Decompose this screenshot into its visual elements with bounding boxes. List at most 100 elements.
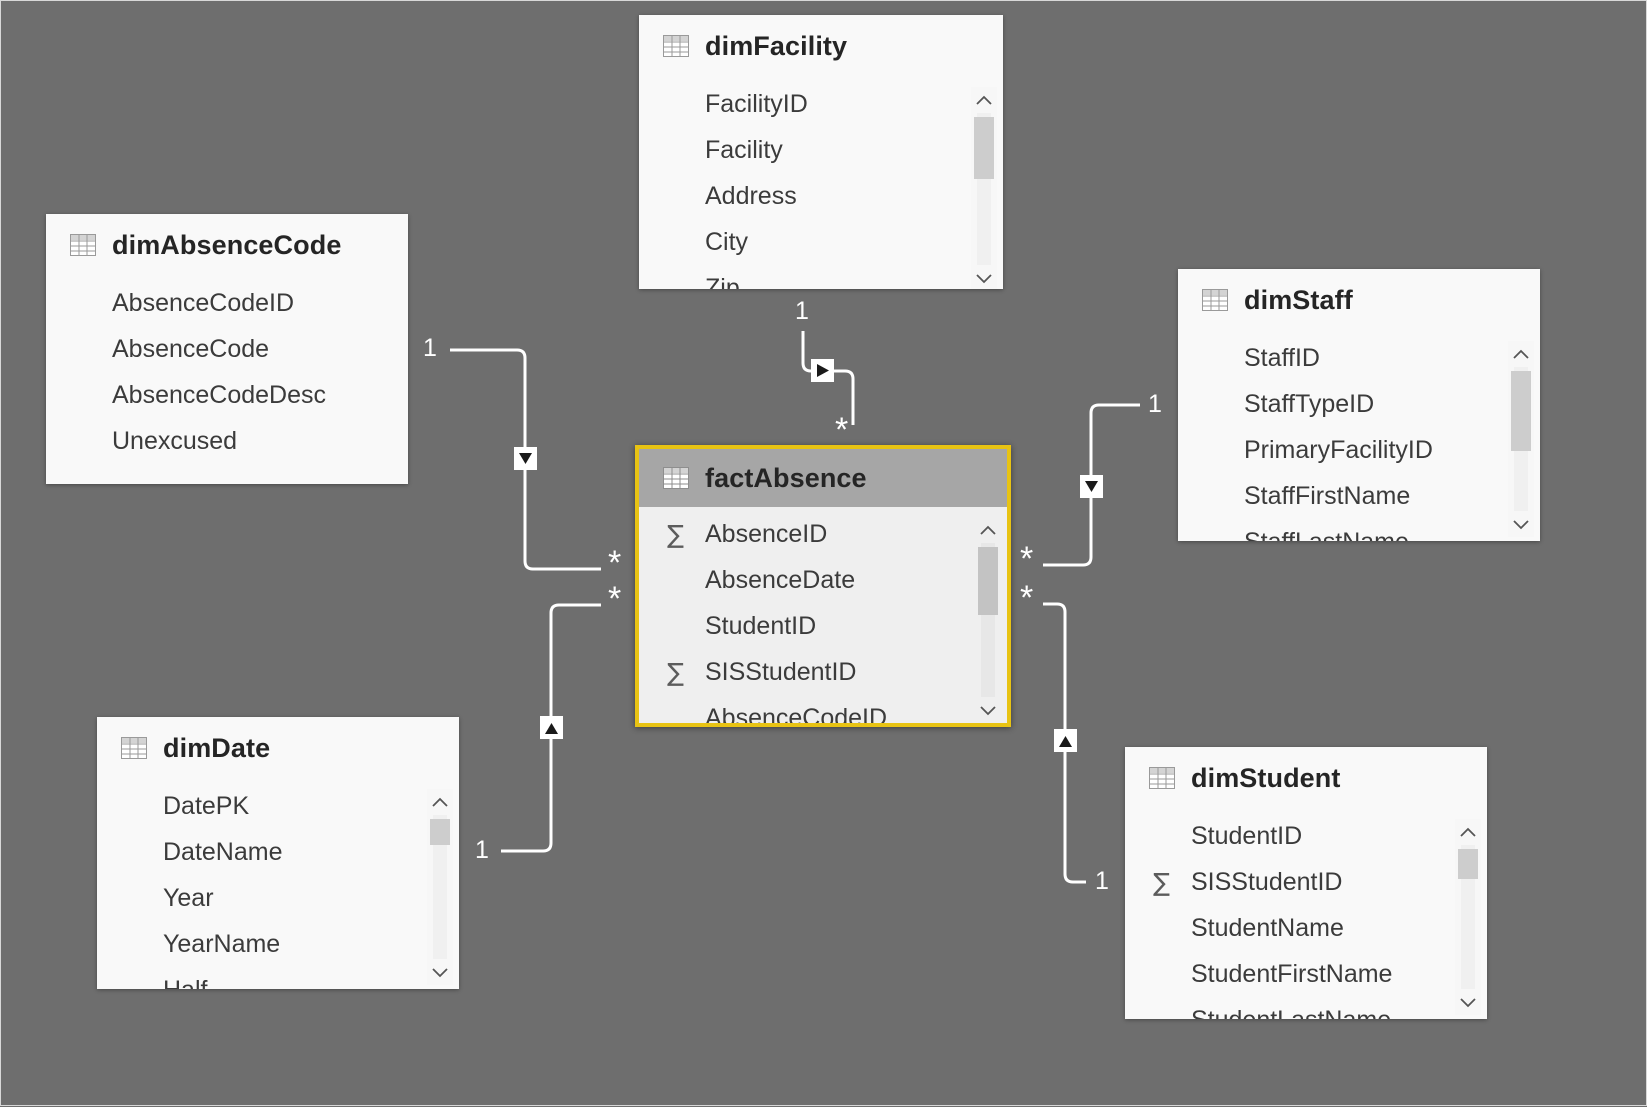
cross-filter-arrow-up-icon	[1059, 736, 1072, 747]
field-name: Unexcused	[112, 426, 238, 455]
field-row[interactable]: StudentLastName	[1125, 997, 1487, 1020]
scrollbar-thumb[interactable]	[1458, 849, 1478, 879]
field-row[interactable]: AbsenceCodeID	[46, 280, 408, 326]
vertical-scrollbar-dimdate[interactable]	[427, 789, 453, 985]
field-name: Zip	[705, 273, 740, 290]
relationship-dimstaff-factabsence[interactable]	[1043, 403, 1140, 567]
field-name: AbsenceCodeDesc	[112, 380, 327, 409]
scrollbar-thumb[interactable]	[1511, 371, 1531, 451]
chevron-down-icon[interactable]	[975, 697, 1001, 723]
field-name: Address	[705, 181, 797, 210]
field-row[interactable]: DateName	[97, 829, 459, 875]
field-name: AbsenceID	[705, 519, 828, 548]
cardinality-label-facility-many: *	[835, 411, 849, 449]
scrollbar-thumb[interactable]	[978, 547, 998, 615]
cross-filter-arrow-up-icon	[545, 723, 558, 734]
field-name: SISStudentID	[1191, 867, 1343, 896]
field-name: YearName	[163, 929, 281, 958]
relationship-dimabsencecode-factabsence[interactable]	[450, 348, 601, 571]
field-row[interactable]: ∑ AbsenceID	[639, 511, 1007, 557]
scrollbar-thumb[interactable]	[430, 819, 450, 845]
field-row[interactable]: StaffLastName	[1178, 519, 1540, 542]
field-name: PrimaryFacilityID	[1244, 435, 1433, 464]
table-card-dimfacility[interactable]: dimFacility FacilityID Facility Address …	[639, 15, 1003, 289]
field-row[interactable]: Year	[97, 875, 459, 921]
cardinality-label-staff-one: 1	[1148, 390, 1162, 418]
table-header-dimfacility[interactable]: dimFacility	[639, 15, 1003, 77]
field-row[interactable]: StudentID	[639, 603, 1007, 649]
field-list-dimfacility: FacilityID Facility Address City Zip	[639, 77, 1003, 290]
chevron-down-icon[interactable]	[1508, 511, 1534, 537]
chevron-up-icon[interactable]	[975, 517, 1001, 543]
relationship-dimdate-factabsence[interactable]	[501, 603, 601, 853]
table-icon	[1202, 289, 1228, 311]
field-name: DateName	[163, 837, 283, 866]
chevron-down-icon[interactable]	[1455, 989, 1481, 1015]
table-title: dimFacility	[705, 30, 848, 61]
chevron-up-icon[interactable]	[971, 87, 997, 113]
field-row[interactable]: PrimaryFacilityID	[1178, 427, 1540, 473]
field-row[interactable]: YearName	[97, 921, 459, 967]
field-list-dimstudent: StudentID ∑ SISStudentID StudentName Stu…	[1125, 809, 1487, 1020]
table-header-factabsence[interactable]: factAbsence	[639, 449, 1007, 507]
field-row[interactable]: Zip	[639, 265, 1003, 290]
table-title: dimAbsenceCode	[112, 229, 342, 260]
cardinality-label-facility-one: 1	[795, 297, 809, 325]
table-header-dimstaff[interactable]: dimStaff	[1178, 269, 1540, 331]
field-name: Facility	[705, 135, 783, 164]
table-card-dimstudent[interactable]: dimStudent StudentID ∑ SISStudentID Stud…	[1125, 747, 1487, 1019]
field-name: StaffID	[1244, 343, 1320, 372]
table-card-dimstaff[interactable]: dimStaff StaffID StaffTypeID PrimaryFaci…	[1178, 269, 1540, 541]
field-name: StudentFirstName	[1191, 959, 1393, 988]
field-row[interactable]: ∑ SISStudentID	[1125, 859, 1487, 905]
table-header-dimabsencecode[interactable]: dimAbsenceCode	[46, 214, 408, 276]
table-header-dimstudent[interactable]: dimStudent	[1125, 747, 1487, 809]
field-row[interactable]: Half	[97, 967, 459, 990]
table-card-dimabsencecode[interactable]: dimAbsenceCode AbsenceCodeID AbsenceCode…	[46, 214, 408, 484]
field-row[interactable]: FacilityID	[639, 81, 1003, 127]
field-row[interactable]: StudentName	[1125, 905, 1487, 951]
chevron-down-icon[interactable]	[971, 265, 997, 289]
field-row[interactable]: StaffID	[1178, 335, 1540, 381]
table-header-dimdate[interactable]: dimDate	[97, 717, 459, 779]
field-row[interactable]: City	[639, 219, 1003, 265]
field-row[interactable]: AbsenceCodeDesc	[46, 372, 408, 418]
field-row[interactable]: Facility	[639, 127, 1003, 173]
field-name: City	[705, 227, 749, 256]
cross-filter-arrow-down-icon	[1085, 481, 1098, 492]
field-list-dimdate: DatePK DateName Year YearName Half	[97, 779, 459, 990]
field-row[interactable]: StudentFirstName	[1125, 951, 1487, 997]
field-name: FacilityID	[705, 89, 808, 118]
vertical-scrollbar-dimfacility[interactable]	[971, 87, 997, 289]
vertical-scrollbar-dimstaff[interactable]	[1508, 341, 1534, 537]
field-row[interactable]: StaffFirstName	[1178, 473, 1540, 519]
table-icon	[1149, 767, 1175, 789]
vertical-scrollbar-factabsence[interactable]	[975, 517, 1001, 723]
field-name: StudentLastName	[1191, 1006, 1391, 1020]
field-name: DatePK	[163, 791, 250, 820]
field-row[interactable]: ∑ SISStudentID	[639, 649, 1007, 695]
table-card-dimdate[interactable]: dimDate DatePK DateName Year YearName Ha…	[97, 717, 459, 989]
chevron-up-icon[interactable]	[1508, 341, 1534, 367]
chevron-down-icon[interactable]	[427, 959, 453, 985]
field-row[interactable]: DatePK	[97, 783, 459, 829]
field-row[interactable]: StaffTypeID	[1178, 381, 1540, 427]
table-card-factabsence[interactable]: factAbsence ∑ AbsenceID AbsenceDate Stud…	[635, 445, 1011, 727]
field-row[interactable]: AbsenceDate	[639, 557, 1007, 603]
field-name: StaffFirstName	[1244, 481, 1411, 510]
field-name: StudentName	[1191, 913, 1344, 942]
chevron-up-icon[interactable]	[427, 789, 453, 815]
field-row[interactable]: Address	[639, 173, 1003, 219]
field-row[interactable]: Unexcused	[46, 418, 408, 464]
field-row[interactable]: AbsenceCode	[46, 326, 408, 372]
field-name: AbsenceCode	[112, 334, 270, 363]
table-title: factAbsence	[705, 462, 867, 493]
sigma-aggregate-icon: ∑	[667, 519, 684, 549]
scrollbar-thumb[interactable]	[974, 117, 994, 179]
field-row[interactable]: AbsenceCodeID	[639, 695, 1007, 724]
vertical-scrollbar-dimstudent[interactable]	[1455, 819, 1481, 1015]
relationship-dimstudent-factabsence[interactable]	[1043, 602, 1086, 884]
chevron-up-icon[interactable]	[1455, 819, 1481, 845]
field-row[interactable]: StudentID	[1125, 813, 1487, 859]
